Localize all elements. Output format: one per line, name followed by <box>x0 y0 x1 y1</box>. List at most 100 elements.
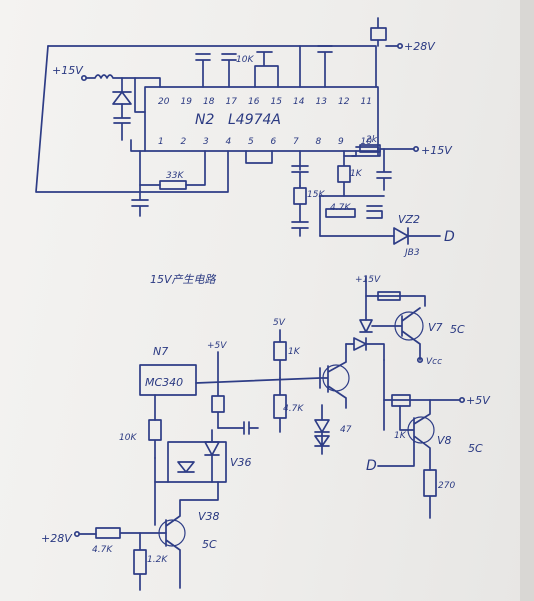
label-r33k: 33K <box>166 171 184 181</box>
label-47k-mid: 4.7K <box>330 203 351 213</box>
wire-15v-b <box>365 275 426 307</box>
cap-pin7 <box>291 150 309 187</box>
resistor-270 <box>423 469 437 519</box>
label-n7: N7 <box>153 345 168 358</box>
terminal-5v-r <box>458 396 466 404</box>
ic-n2-pin-top-16: 16 <box>248 97 260 107</box>
cap-pin17 <box>221 53 237 88</box>
cap-left <box>113 103 131 141</box>
label-10k-b: 10K <box>119 433 137 443</box>
section-title-15v: 15V产生电路 <box>150 273 217 286</box>
terminal-28v <box>396 42 404 50</box>
ic-n2-pin-top-12: 12 <box>338 97 350 107</box>
ic-n2-pin-bottom-8: 8 <box>316 137 322 147</box>
ic-n2-pin-bottom-2: 2 <box>181 137 187 147</box>
transistor-main-circle <box>322 364 350 392</box>
cap-pin1 <box>131 150 149 217</box>
label-v8: V8 <box>437 434 452 447</box>
label-12k: 1.2K <box>147 555 168 565</box>
ic-n2-pin-bottom-9: 9 <box>338 137 344 147</box>
resistor-15k <box>291 185 309 237</box>
ic-n2-designator: N2 <box>195 112 214 128</box>
diode-vz2 <box>393 227 409 245</box>
label-r10k-top: 10K <box>236 55 254 65</box>
wire-pin4 <box>185 150 206 186</box>
label-d-top: D <box>444 229 455 245</box>
label-vz2: VZ2 <box>398 213 420 226</box>
diode-v36-a <box>204 429 220 483</box>
zener-left <box>112 91 132 105</box>
ic-n2-pin-top-19: 19 <box>181 97 193 107</box>
cap-5v-c <box>217 421 259 435</box>
ic-n2-pin-bottom-7: 7 <box>293 137 299 147</box>
wire-left-frame <box>35 45 229 193</box>
cap-fb <box>366 205 383 219</box>
label-1k-b: 1K <box>288 347 301 357</box>
cap-pin18 <box>195 53 211 88</box>
transistor-main <box>319 343 347 409</box>
label-jb3: JB3 <box>403 248 420 258</box>
resistor-5v-c <box>211 351 225 429</box>
ic-n2-pin-top-20: 20 <box>158 97 170 107</box>
resistor-33k <box>159 180 187 190</box>
resistor-47k-c <box>95 527 167 539</box>
transistor-v7 <box>371 307 421 361</box>
resistor-47k-b <box>273 377 287 433</box>
label-2k: 2k <box>366 135 378 145</box>
diode-v36-b <box>177 461 195 473</box>
terminal-vcc <box>416 356 424 364</box>
label-r15k: 15K <box>307 190 325 200</box>
wire-pin5-6 <box>245 150 273 164</box>
zener-47 <box>314 404 330 447</box>
transistor-v8-circle <box>407 416 435 444</box>
fuse-28v <box>370 17 387 47</box>
ic-n2-pin-top-17: 17 <box>226 97 238 107</box>
label-diode-47: 47 <box>340 425 352 435</box>
terminal-15v-right <box>412 145 420 153</box>
ic-n2-pin-bottom-3: 3 <box>203 137 209 147</box>
ic-n2-part: L4974A <box>228 112 281 128</box>
label-v36: V36 <box>230 456 252 469</box>
wire-n7-out <box>195 377 321 384</box>
ic-n2-pin-top-14: 14 <box>293 97 305 107</box>
label-1k-mid: 1K <box>350 169 363 179</box>
wire-pin16-15 <box>254 51 279 88</box>
ic-n2-pin-top-18: 18 <box>203 97 215 107</box>
ic-n2-pin-bottom-6: 6 <box>271 137 277 147</box>
resistor-1k-mid <box>337 155 351 197</box>
label-v7: V7 <box>428 321 443 334</box>
label-vcc: Vcc <box>426 357 442 367</box>
transistor-v38-circle <box>158 519 186 547</box>
ic-n2-pin-top-13: 13 <box>316 97 328 107</box>
label-v7-type: 5C <box>450 323 465 336</box>
resistor-10k-b <box>148 419 162 459</box>
label-mc340: MC340 <box>145 376 183 389</box>
label-v8-type: 5C <box>468 442 483 455</box>
label-47k-b: 4.7K <box>283 404 304 414</box>
label-5v-b: 5V <box>273 318 286 328</box>
ic-n7 <box>139 364 197 396</box>
label-5v-r: +5V <box>466 394 491 407</box>
ic-n2-pin-bottom-1: 1 <box>158 137 164 147</box>
resistor-v7-bias <box>377 291 401 301</box>
resistor-1k-b <box>273 329 287 379</box>
diode-v7 <box>359 319 373 333</box>
wire-pin8-9 <box>343 150 357 157</box>
label-1k-c: 1K <box>394 431 407 441</box>
label-v38-type: 5C <box>202 538 217 551</box>
label-v38: V38 <box>198 510 220 523</box>
ic-n2-pin-bottom-5: 5 <box>248 137 254 147</box>
transistor-v7-circle <box>394 311 424 341</box>
wire-v36-link <box>154 457 169 483</box>
label-28v: +28V <box>404 40 436 53</box>
resistor-2k <box>359 144 381 153</box>
transistor-v38 <box>165 481 219 589</box>
ic-n2-pin-top-15: 15 <box>271 97 283 107</box>
wire-gnd-left <box>130 139 146 152</box>
resistor-47k-mid <box>325 208 356 218</box>
label-d-bot: D <box>366 458 377 474</box>
block-v36 <box>167 441 227 483</box>
